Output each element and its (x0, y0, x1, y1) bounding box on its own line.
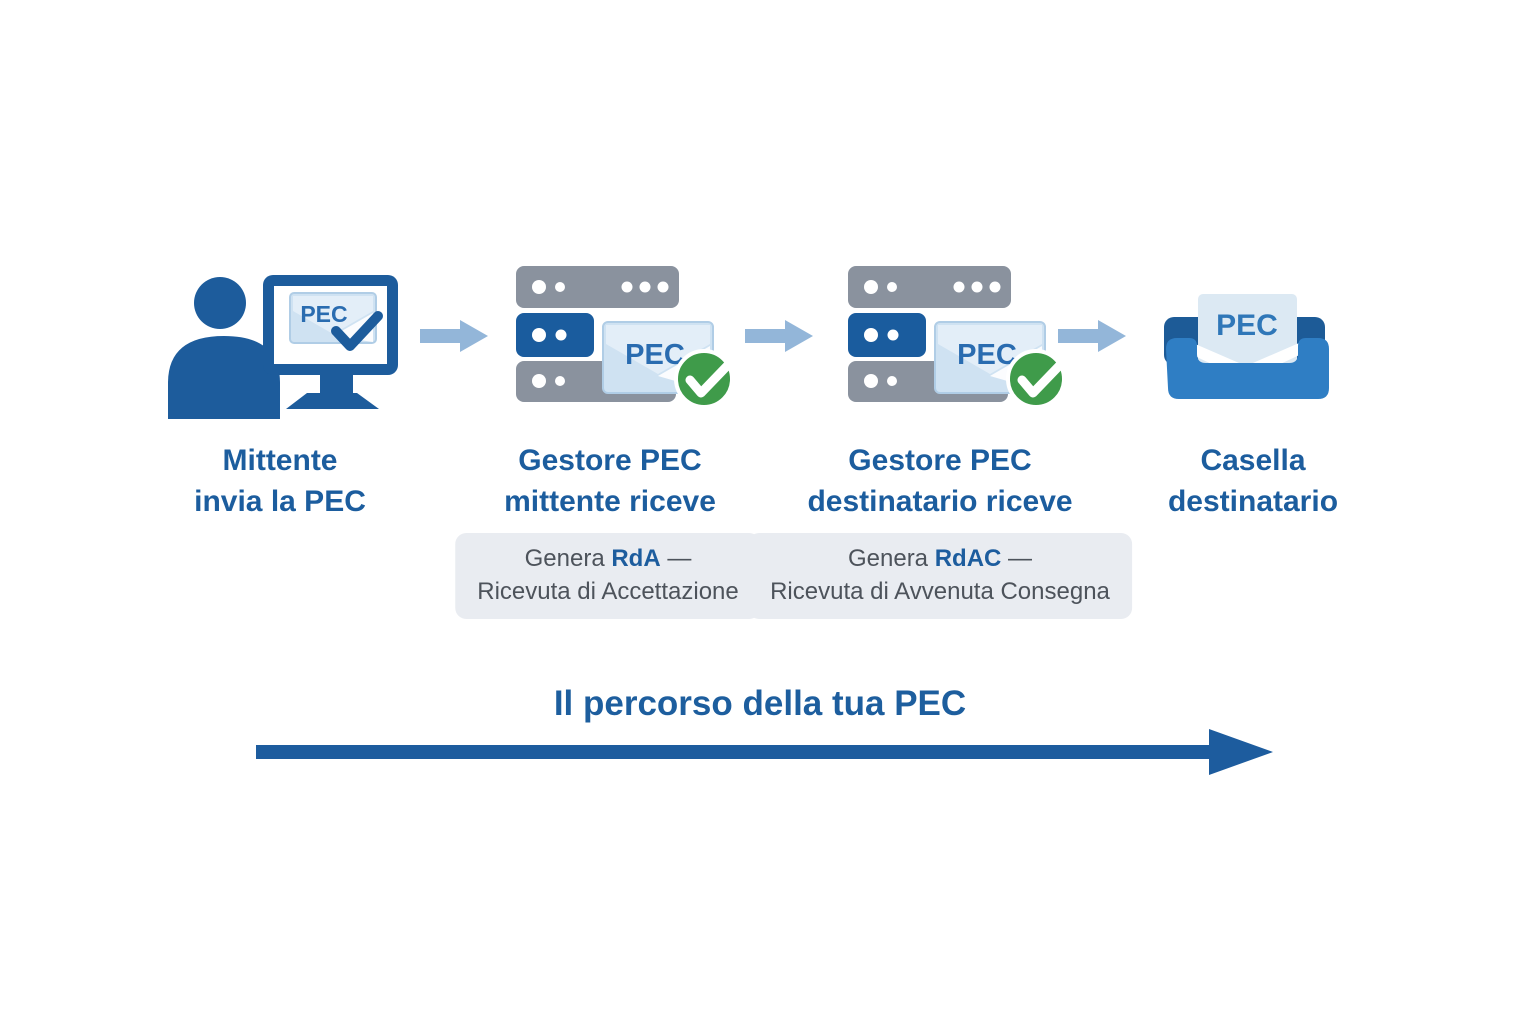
step-label-gestore-destinatario: Gestore PEC destinatario riceve (807, 440, 1072, 522)
note-dash: — (1001, 545, 1033, 572)
check-icon (331, 311, 383, 351)
note-prefix: Genera (524, 545, 612, 572)
step-label-line1: Gestore PEC (518, 444, 702, 477)
note-code: RdAC (934, 545, 1002, 572)
server-bar-blue (848, 313, 926, 357)
timeline-title: Il percorso della tua PEC (553, 684, 967, 723)
flow-arrow-icon (745, 320, 813, 352)
server-bar (516, 266, 679, 308)
server-bar-blue (516, 313, 594, 357)
note-code: RdA (611, 545, 661, 572)
step-label-line2: destinatario (1167, 485, 1339, 518)
pec-paper: PEC (1198, 294, 1297, 373)
step-label-line1: Gestore PEC (848, 444, 1032, 477)
step-label-casella: Casella destinatario (1168, 440, 1338, 522)
sender-computer-icon: PEC (168, 275, 398, 419)
pec-label-screen: PEC (300, 301, 347, 327)
step-label-line1: Mittente (222, 444, 338, 477)
step-label-line1: Casella (1200, 444, 1306, 477)
person-head (194, 277, 246, 329)
note-line1: Genera RdAC — (770, 542, 1110, 575)
sender-provider-server-icon: PEC (516, 266, 734, 409)
step-label-mittente: Mittente invia la PEC (194, 440, 366, 522)
pec-label-paper: PEC (1216, 309, 1278, 342)
step-label-line2: destinatario riceve (807, 485, 1073, 518)
flow-arrow-icon (1058, 320, 1126, 352)
timeline-arrow-icon (256, 729, 1273, 775)
note-line1: Genera RdA — (477, 542, 738, 575)
monitor-stand-neck (320, 373, 353, 393)
monitor-stand-base (286, 393, 379, 409)
inbox-front-panel (1166, 338, 1329, 399)
pec-label-server: PEC (625, 339, 685, 371)
recipient-inbox-icon: PEC (1164, 294, 1329, 399)
note-dash: — (660, 545, 692, 572)
step-label-line2: mittente riceve (504, 485, 716, 518)
note-prefix: Genera (847, 545, 935, 572)
green-check-badge-icon (1006, 349, 1066, 409)
note-box-rda: Genera RdA — Ricevuta di Accettazione (455, 533, 761, 619)
green-check-badge-icon (674, 349, 734, 409)
note-box-rdac: Genera RdAC — Ricevuta di Avvenuta Conse… (748, 533, 1132, 619)
pec-label-server: PEC (957, 339, 1017, 371)
step-label-line2: invia la PEC (194, 485, 366, 518)
recipient-provider-server-icon: PEC (848, 266, 1066, 409)
note-line2: Ricevuta di Accettazione (477, 578, 739, 605)
server-bar (848, 266, 1011, 308)
note-line2: Ricevuta di Avvenuta Consegna (770, 578, 1110, 605)
step-label-gestore-mittente: Gestore PEC mittente riceve (504, 440, 716, 522)
person-body (168, 336, 280, 419)
flow-arrow-icon (420, 320, 488, 352)
